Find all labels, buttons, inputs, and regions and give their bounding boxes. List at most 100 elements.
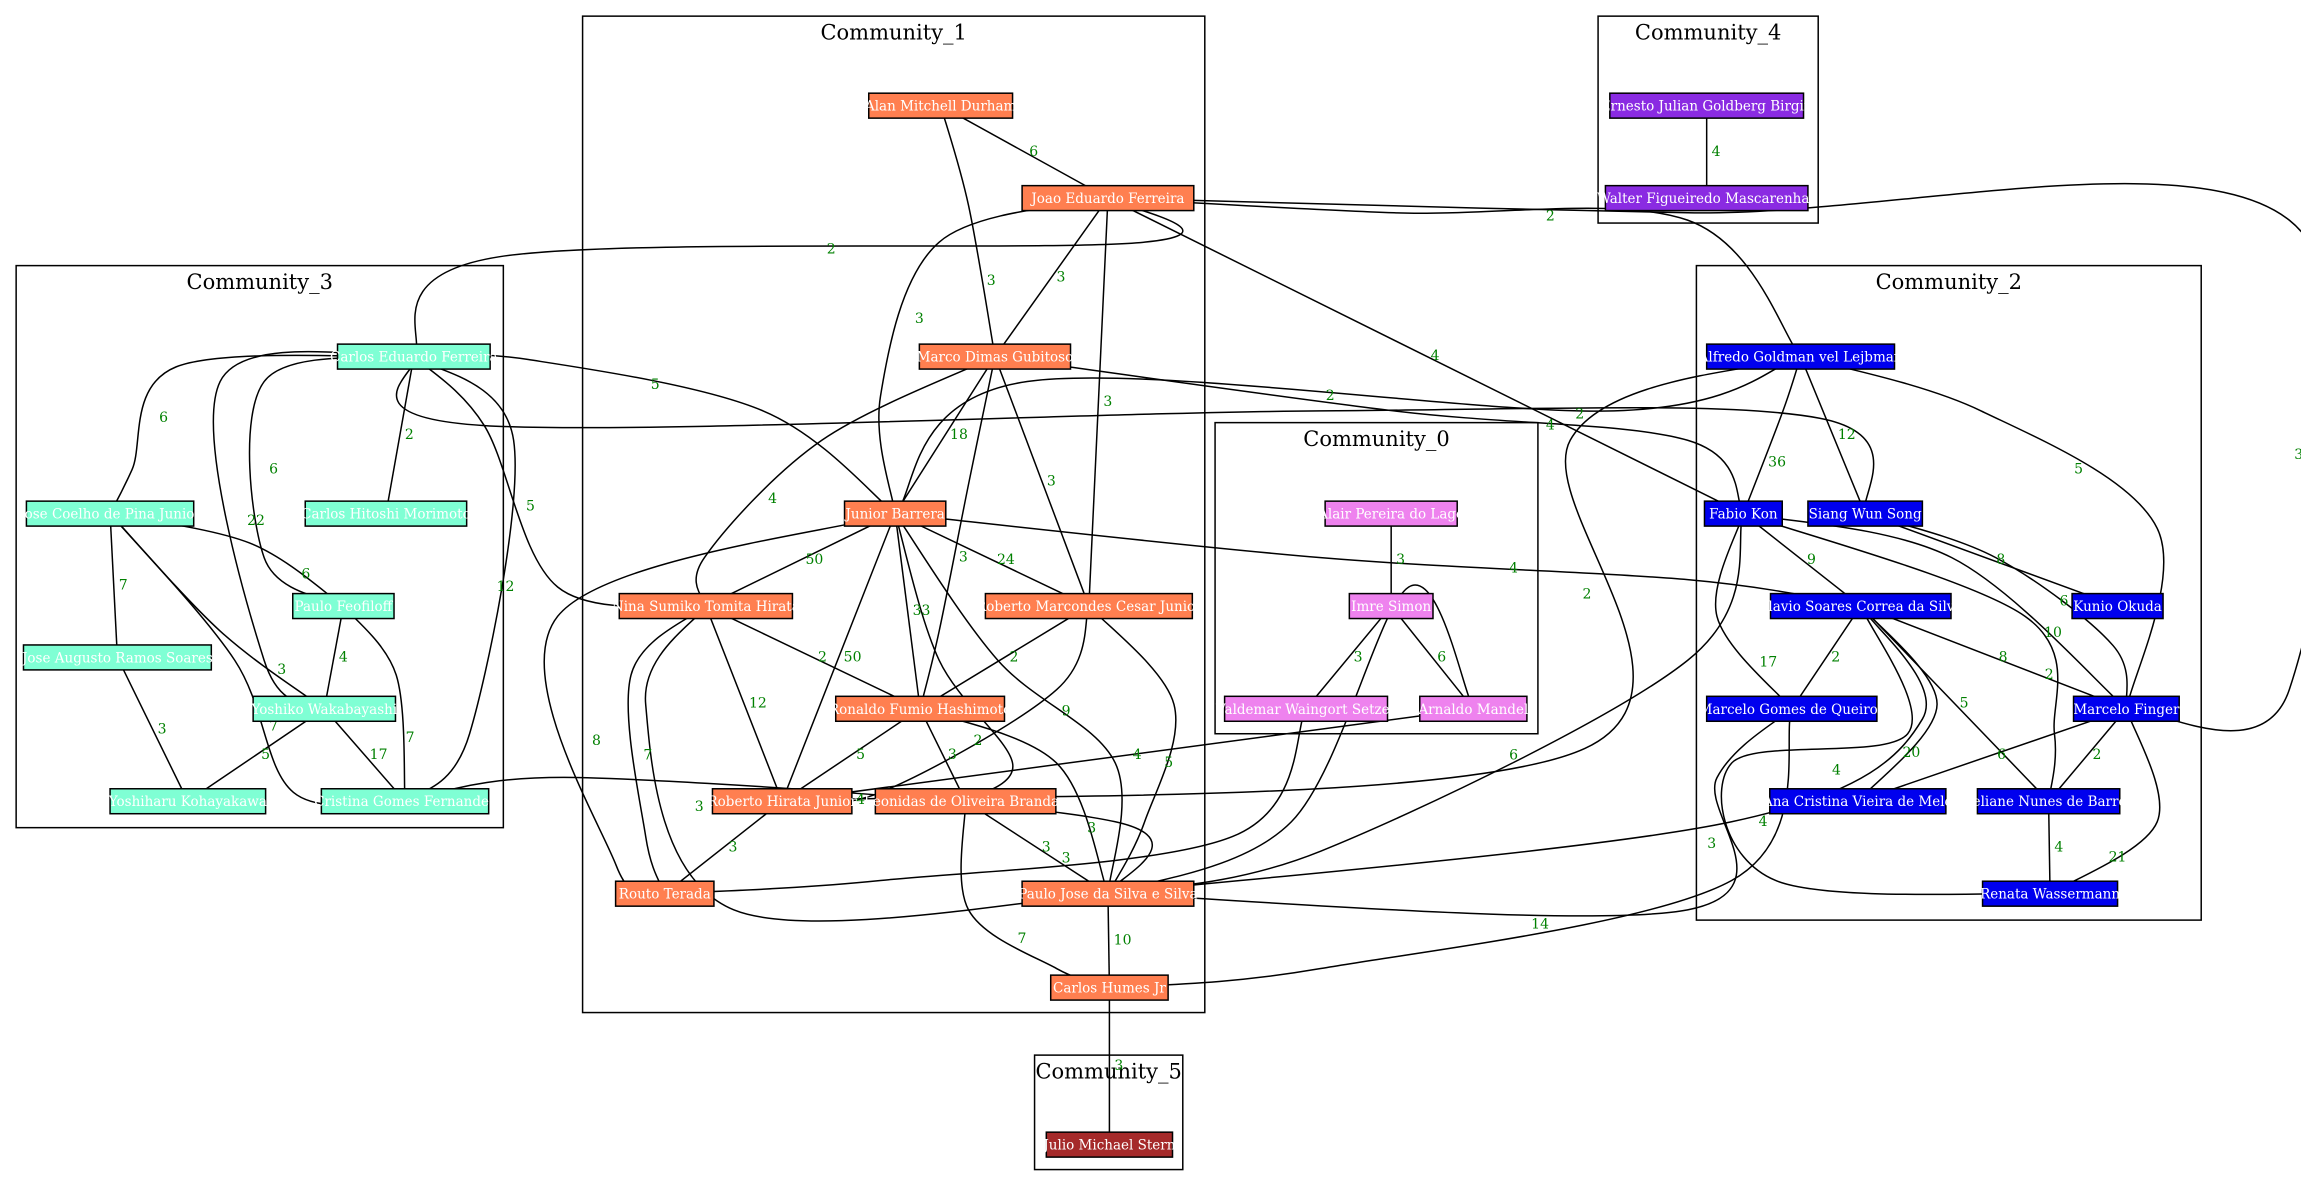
node-vws[interactable]: Valdemar Waingort Setzer — [1215, 695, 1397, 723]
node-rmcj[interactable]: Roberto Marcondes Cesar Junior — [976, 592, 1202, 620]
node-chj[interactable]: Carlos Humes Jr — [1049, 974, 1169, 1001]
node-box — [618, 592, 794, 620]
edge-nsth-rhj — [705, 605, 783, 802]
node-box — [1976, 788, 2121, 815]
edge-weight-label: 3 — [277, 662, 286, 678]
node-box — [252, 695, 397, 723]
node-fscs[interactable]: Flavio Soares Correa da Silva — [1759, 592, 1962, 620]
node-rw[interactable]: Renata Wassermann — [1980, 880, 2120, 907]
node-mgq[interactable]: Marcelo Gomes de Queiroz — [1699, 695, 1885, 723]
node-ko[interactable]: Kunio Okuda — [2071, 592, 2164, 620]
node-label: Carlos Eduardo Ferreira — [330, 350, 498, 366]
edge-pjss-mgq — [1107, 708, 1793, 917]
node-agvl[interactable]: Alfredo Goldman vel Lejbman — [1698, 343, 1903, 370]
node-rt[interactable]: Routo Terada — [614, 880, 715, 907]
edge-jcpj-pf — [109, 512, 344, 607]
edge-weight-label: 3 — [1114, 1058, 1123, 1074]
edge-weight-label: 4 — [1546, 418, 1555, 434]
node-label: Alfredo Goldman vel Lejbman — [1698, 350, 1903, 366]
edge-weight-label: 5 — [856, 747, 865, 763]
node-jb[interactable]: Junior Barrera — [843, 500, 947, 527]
edge-weight-label: 6 — [269, 462, 278, 478]
node-nsth[interactable]: Nina Sumiko Tomita Hirata — [612, 592, 800, 620]
node-lob[interactable]: Leonidas de Oliveira Brandao — [864, 788, 1067, 815]
edge-weight-label: 2 — [1009, 649, 1018, 665]
node-label: Ronaldo Fumio Hashimoto — [829, 702, 1011, 718]
edge-weight-label: 3 — [2294, 447, 2301, 463]
node-sws[interactable]: Siang Wun Song — [1807, 500, 1924, 527]
edge-chj-mgq — [1109, 708, 1793, 989]
node-yk[interactable]: Yoshiharu Kohayakawa — [108, 788, 267, 815]
edge-weight-label: 6 — [1997, 747, 2006, 763]
edge-weight-label: 7 — [1018, 931, 1027, 947]
node-rfh[interactable]: Ronaldo Fumio Hashimoto — [829, 695, 1011, 723]
edge-jb-fscs — [895, 512, 1861, 607]
edge-cef-cgf — [404, 356, 516, 802]
edge-cef-chm — [385, 356, 415, 514]
cluster-community-1: Community_1 — [581, 15, 1206, 1014]
edge-weight-label: 7 — [119, 578, 128, 594]
node-label: Marcelo Gomes de Queiroz — [1699, 702, 1885, 718]
cluster-title: Community_4 — [1635, 21, 1781, 45]
node-jcpj[interactable]: Jose Coelho de Pina Junior — [17, 500, 201, 527]
node-am[interactable]: Arnaldo Mandel — [1417, 695, 1528, 723]
edge-weight-label: 3 — [1396, 552, 1405, 568]
edge-weight-label: 3 — [987, 273, 996, 289]
edge-pf-cgf — [342, 605, 406, 802]
node-jef[interactable]: Joao Eduardo Ferreira — [1021, 184, 1195, 212]
edge-weight-label: 4 — [1431, 348, 1440, 364]
cluster-title: Community_1 — [820, 21, 966, 45]
edge-rfh-rhj — [781, 708, 921, 802]
edge-pf-yw — [323, 605, 345, 709]
node-box — [304, 500, 468, 527]
edge-mdg-rmcj — [994, 356, 1090, 607]
edge-weight-label: 50 — [844, 649, 862, 665]
node-jms[interactable]: Julio Michael Stern — [1041, 1131, 1176, 1158]
node-acvm[interactable]: Ana Cristina Vieira de Melo — [1762, 788, 1953, 815]
node-mdg[interactable]: Marco Dimas Gubitoso — [917, 343, 1074, 370]
node-cef[interactable]: Carlos Eduardo Ferreira — [330, 343, 498, 370]
node-label: Paulo Jose da Silva e Silva — [1018, 887, 1197, 903]
node-chm[interactable]: Carlos Hitoshi Morimoto — [301, 500, 471, 527]
edge-weight-label: 7 — [643, 748, 652, 764]
node-label: Roberto Hirata Junior — [708, 794, 858, 810]
node-box — [1604, 184, 1809, 212]
node-box — [874, 788, 1057, 815]
node-label: Paulo Feofiloff — [295, 599, 394, 615]
node-ejgb[interactable]: Ernesto Julian Goldberg Birgin — [1601, 92, 1813, 119]
edge-jef-fk — [1107, 197, 1744, 515]
edge-weight-label: 6 — [2059, 594, 2068, 610]
edge-amd-jef — [940, 105, 1109, 199]
edge-weight-label: 10 — [1114, 933, 1132, 949]
node-lnb[interactable]: Leliane Nunes de Barros — [1964, 788, 2134, 815]
edge-cef-yw — [212, 350, 414, 710]
node-label: Yoshiko Wakabayashi — [250, 702, 397, 718]
node-label: Siang Wun Song — [1809, 507, 1922, 523]
edge-weight-label: 2 — [1575, 407, 1584, 423]
node-apl[interactable]: Alair Pereira do Lago — [1317, 500, 1464, 527]
edge-weight-label: 3 — [1707, 836, 1716, 852]
node-cgf[interactable]: Cristina Gomes Fernandes — [314, 788, 496, 815]
edge-nsth-rt — [627, 605, 707, 894]
edge-yw-yk — [187, 708, 325, 802]
node-mf[interactable]: Marcelo Finger — [2072, 695, 2180, 723]
node-label: Nina Sumiko Tomita Hirata — [612, 599, 800, 615]
cluster-border — [15, 264, 505, 829]
node-rhj[interactable]: Roberto Hirata Junior — [708, 788, 858, 815]
edge-weight-label: 2 — [1326, 388, 1335, 404]
node-label: Marco Dimas Gubitoso — [917, 350, 1074, 366]
node-label: Leonidas de Oliveira Brandao — [864, 794, 1067, 810]
node-is[interactable]: Imre Simon — [1348, 592, 1434, 620]
edge-fk-fscs — [1742, 513, 1862, 607]
edge-weight-label: 3 — [948, 747, 957, 763]
node-wfm[interactable]: Walter Figueiredo Mascarenhas — [1597, 184, 1816, 212]
node-pjss[interactable]: Paulo Jose da Silva e Silva — [1018, 880, 1198, 907]
node-yw[interactable]: Yoshiko Wakabayashi — [250, 695, 398, 723]
node-jars[interactable]: Jose Augusto Ramos Soares — [20, 644, 213, 671]
edge-weight-label: 3 — [1042, 839, 1051, 855]
edge-weight-label: 2 — [1583, 586, 1592, 602]
node-pf[interactable]: Paulo Feofiloff — [292, 592, 395, 620]
node-fk[interactable]: Fabio Kon — [1703, 500, 1783, 527]
node-amd[interactable]: Alan Mitchell Durham — [864, 92, 1017, 119]
edge-weight-label: 3 — [1062, 850, 1071, 866]
